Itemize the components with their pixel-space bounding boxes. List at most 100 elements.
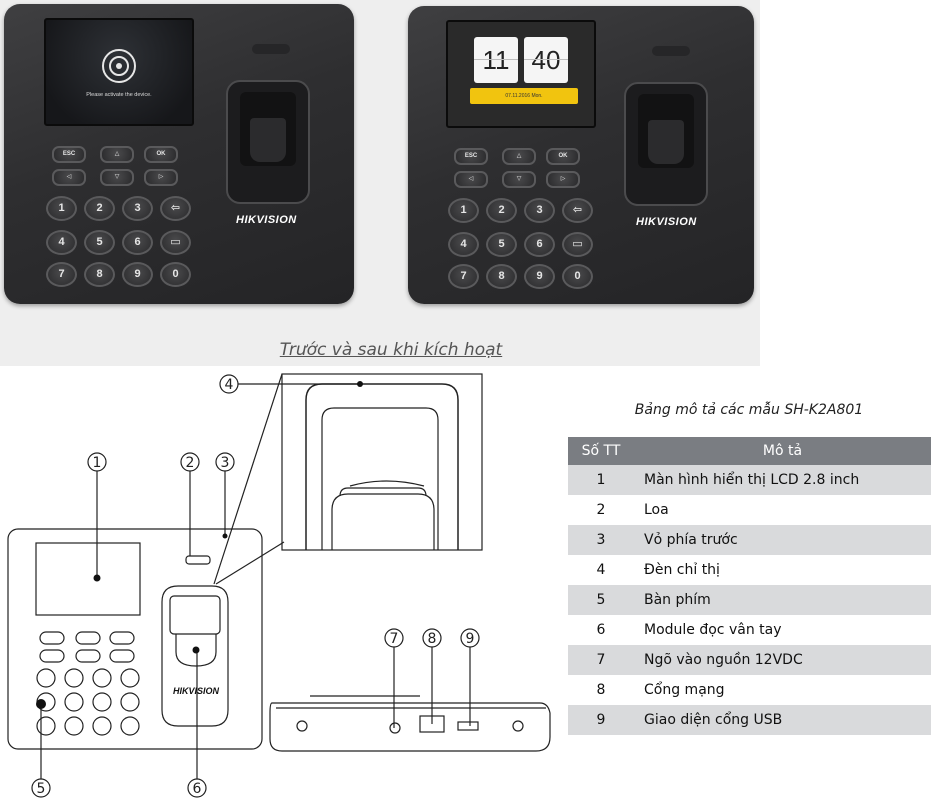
keypad-key: ▽	[100, 169, 134, 186]
keypad-key: 9	[524, 264, 555, 289]
enter-key: ▭	[562, 232, 593, 257]
zoom-detail-box	[281, 373, 483, 551]
keypad-key: ◁	[454, 171, 488, 188]
keypad-key: △	[502, 148, 536, 165]
row-description: Vỏ phía trước	[634, 525, 931, 555]
keypad-key: 4	[448, 232, 479, 257]
row-description: Cổng mạng	[634, 675, 931, 705]
callout-circle	[187, 778, 207, 798]
keypad-key: ◁	[52, 169, 86, 186]
brand-logo: HIKVISION	[636, 216, 697, 228]
callout-number: 3	[221, 455, 230, 471]
keypad-key: 6	[524, 232, 555, 257]
brand-logo: HIKVISION	[236, 214, 297, 226]
keypad-key: 3	[524, 198, 555, 223]
keypad-key: 5	[84, 230, 115, 255]
diagram-brand: HIKVISION	[173, 686, 220, 696]
callout-number: 8	[428, 631, 437, 647]
enter-key: ▭	[160, 230, 191, 255]
speaker-grille	[652, 46, 690, 56]
photo-caption: Trước và sau khi kích hoạt	[279, 340, 503, 360]
row-description: Giao diện cổng USB	[634, 705, 931, 735]
table-header-row: Số TT Mô tả	[568, 437, 931, 465]
date-display: 07.11.2016 Mon.	[470, 88, 578, 104]
callout-number: 4	[225, 377, 234, 393]
keypad-key: 7	[448, 264, 479, 289]
row-number: 9	[568, 705, 634, 735]
keypad-key: 2	[486, 198, 517, 223]
keypad-key: 0	[160, 262, 191, 287]
callout-number: 6	[193, 781, 202, 797]
activate-icon	[102, 49, 136, 83]
keypad-key: 8	[486, 264, 517, 289]
callout-circle	[31, 778, 51, 798]
row-description: Ngõ vào nguồn 12VDC	[634, 645, 931, 675]
header-number: Số TT	[568, 437, 634, 465]
backspace-key: ⇦	[562, 198, 593, 223]
callout-circle	[219, 374, 239, 394]
speaker-grille	[252, 44, 290, 54]
device-before-activation: Please activate the device. HIKVISION ES…	[4, 4, 354, 304]
keypad-key: OK	[144, 146, 178, 163]
callout-number: 1	[93, 455, 102, 471]
keypad-key: 0	[562, 264, 593, 289]
callout-number: 7	[390, 631, 399, 647]
fingerprint-reader	[226, 80, 310, 204]
keypad-key: OK	[546, 148, 580, 165]
lcd-screen-before: Please activate the device.	[44, 18, 194, 126]
keypad-key: 1	[46, 196, 77, 221]
callout-circle	[87, 452, 107, 472]
backspace-key: ⇦	[160, 196, 191, 221]
keypad-key: 3	[122, 196, 153, 221]
row-number: 6	[568, 615, 634, 645]
keypad-key: ESC	[454, 148, 488, 165]
device-photos: Please activate the device. HIKVISION ES…	[0, 0, 760, 366]
row-number: 2	[568, 495, 634, 525]
callout-circle	[422, 628, 442, 648]
row-number: 3	[568, 525, 634, 555]
callout-circle	[384, 628, 404, 648]
callout-circle	[215, 452, 235, 472]
keypad-key: 4	[46, 230, 77, 255]
row-description: Màn hình hiển thị LCD 2.8 inch	[634, 465, 931, 495]
keypad-key: 7	[46, 262, 77, 287]
row-description: Bàn phím	[634, 585, 931, 615]
keypad-key: 8	[84, 262, 115, 287]
callout-circle	[180, 452, 200, 472]
lcd-screen-after: 11 40 07.11.2016 Mon.	[446, 20, 596, 128]
keypad-key: ▷	[144, 169, 178, 186]
keypad-key: ▷	[546, 171, 580, 188]
clock-hour: 11	[474, 37, 518, 83]
row-description: Module đọc vân tay	[634, 615, 931, 645]
activate-message: Please activate the device.	[86, 92, 152, 98]
keypad-key: ESC	[52, 146, 86, 163]
keypad-key: 2	[84, 196, 115, 221]
callout-number: 2	[186, 455, 195, 471]
keypad-key: 1	[448, 198, 479, 223]
callout-circle	[460, 628, 480, 648]
keypad-key: △	[100, 146, 134, 163]
callout-number: 5	[37, 781, 46, 797]
table-title: Bảng mô tả các mẫu SH-K2A801	[634, 402, 864, 418]
device-after-activation: 11 40 07.11.2016 Mon. HIKVISION ESC△OK◁▽…	[408, 6, 754, 304]
front-housing	[7, 528, 263, 750]
keypad-key: ▽	[502, 171, 536, 188]
row-number: 7	[568, 645, 634, 675]
lcd-outline	[35, 542, 141, 616]
row-description: Đèn chỉ thị	[634, 555, 931, 585]
header-description: Mô tả	[634, 437, 931, 465]
keypad-key: 6	[122, 230, 153, 255]
fingerprint-module-outline	[161, 585, 229, 727]
fingerprint-reader	[624, 82, 708, 206]
speaker-outline	[185, 555, 211, 565]
